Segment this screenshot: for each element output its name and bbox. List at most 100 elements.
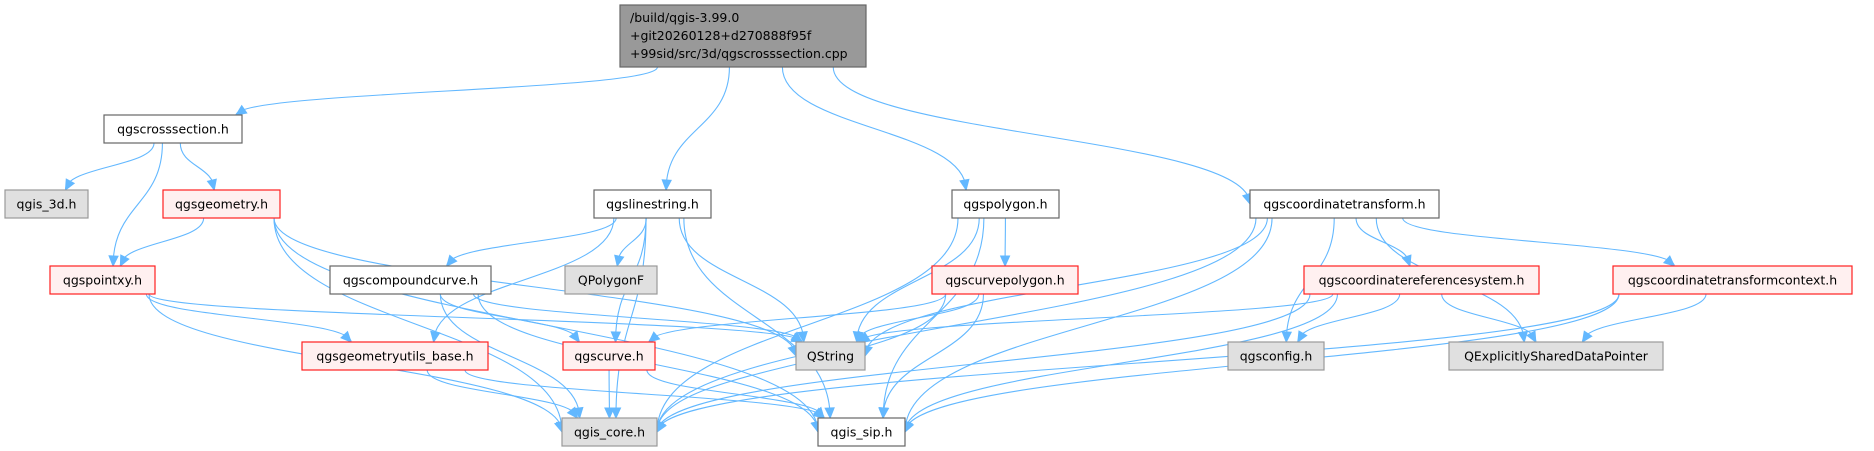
edge-qgslinestring-to-qgsgeometryutils_base [433,217,615,343]
edge-root-to-qgspolygon [781,66,967,191]
node-qstring[interactable]: QString [795,341,866,371]
node-box[interactable] [4,189,89,219]
node-label[interactable]: qgis_core.h [574,425,645,440]
edge-qgslinestring-to-qgscompoundcurve [446,217,617,267]
node-qgsconfig[interactable]: qgsconfig.h [1227,341,1325,371]
node-box[interactable] [795,341,866,371]
arrowhead-icon [648,331,661,343]
node-box[interactable] [162,189,281,219]
edge-qgslinestring-to-qgis_sip [683,217,831,419]
node-box[interactable] [1303,265,1540,295]
edge-qgscompoundcurve-to-qstring [472,293,803,343]
arrowhead-icon [1281,331,1293,344]
node-label[interactable]: qgscoordinatetransform.h [1263,197,1425,212]
edge-qgscompoundcurve-to-qgis_core [439,293,581,419]
edge-qgscurve-to-qgis_sip [646,369,825,419]
node-qgspolygon[interactable]: qgspolygon.h [951,189,1060,219]
node-label[interactable]: qgscoordinatereferencesystem.h [1319,273,1525,288]
node-box[interactable] [817,417,906,447]
node-box[interactable] [1448,341,1664,371]
node-label[interactable]: qgsconfig.h [1240,349,1313,364]
node-label[interactable]: qgscurve.h [574,349,643,364]
arrowhead-icon [1526,330,1537,344]
node-label[interactable]: qgspolygon.h [963,197,1047,212]
node-box[interactable] [49,265,156,295]
node-qgis_3d[interactable]: qgis_3d.h [4,189,89,219]
arrowhead-icon [661,179,672,192]
edge-qgspolygon-to-qstring [856,217,980,343]
node-label[interactable]: QString [807,349,854,364]
arrowhead-icon [119,254,130,268]
edge-root-to-qgslinestring [665,66,730,191]
node-box[interactable] [1227,341,1325,371]
arrowhead-icon [206,178,217,192]
node-label[interactable]: qgsgeometry.h [175,197,268,212]
node-box[interactable] [301,341,489,371]
arrowhead-icon [234,104,248,116]
edge-qgspolygon-to-qgis_core [656,217,959,433]
node-qgscoordinatetransform[interactable]: qgscoordinatetransform.h [1249,189,1440,219]
node-box[interactable] [951,189,1060,219]
node-qgsgeometryutils_base[interactable]: qgsgeometryutils_base.h [301,341,489,371]
node-label[interactable]: qgscompoundcurve.h [343,273,478,288]
node-label[interactable]: qgis_3d.h [17,197,77,212]
node-label[interactable]: qgscurvepolygon.h [945,273,1064,288]
arrowhead-icon [857,331,871,343]
node-box[interactable] [1249,189,1440,219]
edge-qgsgeometry-to-qgis_core [273,217,563,433]
node-box[interactable] [593,189,712,219]
node-qgscrosssection[interactable]: qgscrosssection.h [103,114,243,144]
node-label[interactable]: qgslinestring.h [606,197,699,212]
node-qgslinestring[interactable]: qgslinestring.h [593,189,712,219]
arrowhead-icon [1581,330,1593,344]
edge-qgscoordinatereferencesystem-to-qgis_sip [904,293,1339,433]
edge-qgslinestring-to-qstring [678,217,805,343]
arrowhead-icon [108,255,119,268]
node-qgscoordinatetransformcontext[interactable]: qgscoordinatetransformcontext.h [1612,265,1853,295]
node-label[interactable]: qgscoordinatetransformcontext.h [1628,273,1837,288]
node-label: /build/qgis-3.99.0 [630,10,739,25]
arrowhead-icon [999,255,1011,268]
node-box[interactable] [329,265,492,295]
edge-qgscoordinatereferencesystem-to-qstring [858,293,1334,343]
edge-qgspointxy-to-qstring [148,293,803,343]
node-box[interactable] [562,341,656,371]
node-qgscompoundcurve[interactable]: qgscompoundcurve.h [329,265,492,295]
node-box[interactable] [931,265,1079,295]
node-qgsgeometry[interactable]: qgsgeometry.h [162,189,281,219]
edge-qgscoordinatetransform-to-qgscoordinatereferencesystem [1355,217,1411,267]
arrowhead-icon [813,406,825,419]
edge-qgscoordinatetransform-to-qgis_core [656,217,1257,433]
node-qgscurve[interactable]: qgscurve.h [562,341,656,371]
arrowhead-icon [1297,330,1308,344]
node-label[interactable]: qgscrosssection.h [117,122,229,137]
node-label[interactable]: qgis_sip.h [831,425,893,440]
node-label[interactable]: QExplicitlySharedDataPointer [1464,349,1649,364]
arrowhead-icon [824,407,835,420]
node-qgis_core[interactable]: qgis_core.h [561,417,658,447]
node-qexplicitlyshareddatapointer[interactable]: QExplicitlySharedDataPointer [1448,341,1664,371]
nodes-layer: /build/qgis-3.99.0 +git20260128+d270888f9… [4,4,1853,447]
node-qgscoordinatereferencesystem[interactable]: qgscoordinatereferencesystem.h [1303,265,1540,295]
node-box [619,4,867,68]
node-qgis_sip[interactable]: qgis_sip.h [817,417,906,447]
node-label[interactable]: QPolygonF [578,273,644,288]
node-qgscurvepolygon[interactable]: qgscurvepolygon.h [931,265,1079,295]
node-label[interactable]: qgsgeometryutils_base.h [316,349,473,364]
edge-qgscrosssection-to-qgis_3d [64,142,155,191]
edge-qgsgeometryutils_base-to-qgis_sip [464,369,825,419]
node-qpolygonf[interactable]: QPolygonF [564,265,658,295]
node-box[interactable] [564,265,658,295]
arrowhead-icon [568,330,580,343]
arrowhead-icon [656,420,667,434]
arrowhead-icon [566,406,579,419]
node-box[interactable] [1612,265,1853,295]
node-qgspointxy[interactable]: qgspointxy.h [49,265,156,295]
node-label: +git20260128+d270888f95f [630,28,812,43]
node-box[interactable] [561,417,658,447]
edge-qgspointxy-to-qgsgeometryutils_base [145,293,352,343]
arrowhead-icon [610,407,622,420]
node-box[interactable] [103,114,243,144]
node-label[interactable]: qgspointxy.h [63,273,142,288]
